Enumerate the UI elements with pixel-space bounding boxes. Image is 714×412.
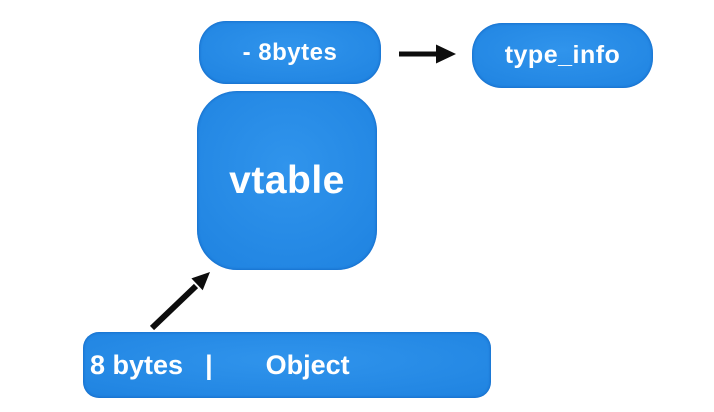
node-vtable-label: vtable bbox=[229, 158, 345, 202]
node-vtable: vtable bbox=[197, 91, 377, 270]
node-offset-8bytes: - 8bytes bbox=[199, 21, 381, 84]
node-object-divider: | bbox=[205, 349, 213, 380]
node-object-size-label: 8 bytes bbox=[90, 349, 184, 380]
node-object-label: Object bbox=[265, 349, 350, 380]
node-offset-8bytes-label: - 8bytes bbox=[242, 38, 338, 66]
arrow-offset-to-type-info-icon bbox=[399, 44, 456, 64]
node-type-info-label: type_info bbox=[504, 41, 621, 69]
arrow-object-to-vtable-icon bbox=[149, 272, 210, 331]
node-object: 8 bytes | Object bbox=[83, 332, 491, 398]
node-type-info: type_info bbox=[472, 23, 653, 88]
